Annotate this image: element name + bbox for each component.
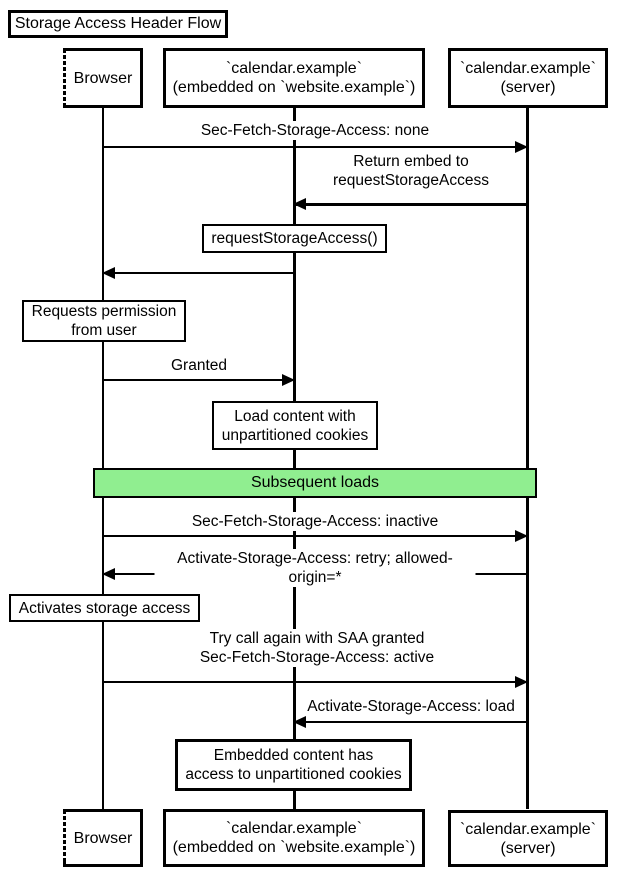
arrow-line bbox=[103, 378, 294, 381]
actor-label: Browser bbox=[70, 827, 136, 849]
section-subsequent-loads: Subsequent loads bbox=[93, 468, 537, 498]
message-label-retry: Activate-Storage-Access: retry; allowed-… bbox=[154, 549, 476, 587]
arrow-line bbox=[294, 203, 527, 206]
actor-browser-bottom: Browser bbox=[63, 809, 143, 867]
diagram-title-box: Storage Access Header Flow bbox=[8, 10, 228, 38]
section-label: Subsequent loads bbox=[250, 474, 380, 491]
diagram-title: Storage Access Header Flow bbox=[14, 15, 222, 32]
note-embedded-access: Embedded content has access to unpartiti… bbox=[175, 739, 412, 791]
actor-embed-top: `calendar.example` (embedded on `website… bbox=[163, 48, 425, 108]
arrowhead-left-icon bbox=[293, 715, 306, 728]
note-requests-permission: Requests permission from user bbox=[22, 300, 186, 342]
actor-embed-bottom: `calendar.example` (embedded on `website… bbox=[163, 809, 425, 867]
message-label-granted: Granted bbox=[166, 356, 232, 375]
actor-label: `calendar.example` (embedded on `website… bbox=[169, 58, 419, 98]
message-label-sec-fetch-none: Sec-Fetch-Storage-Access: none bbox=[196, 121, 434, 140]
actor-label: `calendar.example` (server) bbox=[456, 818, 600, 859]
arrowhead-right-icon bbox=[515, 675, 528, 688]
arrow-line bbox=[103, 534, 527, 537]
dashed-edge-decoration bbox=[63, 53, 66, 103]
note-load-content: Load content with unpartitioned cookies bbox=[212, 401, 378, 450]
actor-server-top: `calendar.example` (server) bbox=[448, 48, 608, 108]
note-activates-storage-access: Activates storage access bbox=[9, 594, 200, 622]
note-request-storage-access: requestStorageAccess() bbox=[202, 224, 387, 253]
arrow-line bbox=[294, 720, 527, 723]
dashed-edge-decoration bbox=[63, 814, 66, 862]
lifeline-browser bbox=[101, 108, 105, 809]
lifeline-server bbox=[526, 108, 529, 809]
arrowhead-left-icon bbox=[102, 266, 115, 279]
message-label-activate-load: Activate-Storage-Access: load bbox=[303, 697, 519, 716]
message-label-sec-fetch-inactive: Sec-Fetch-Storage-Access: inactive bbox=[187, 512, 443, 531]
actor-label: `calendar.example` (server) bbox=[456, 58, 600, 98]
arrow-line bbox=[103, 271, 294, 274]
message-label-try-again-active: Try call again with SAA granted Sec-Fetc… bbox=[195, 629, 439, 667]
arrowhead-right-icon bbox=[282, 373, 295, 386]
actor-label: `calendar.example` (embedded on `website… bbox=[169, 818, 419, 858]
actor-server-bottom: `calendar.example` (server) bbox=[448, 810, 608, 867]
arrow-line bbox=[103, 680, 527, 683]
arrowhead-left-icon bbox=[102, 567, 115, 580]
arrowhead-left-icon bbox=[293, 198, 306, 210]
arrowhead-right-icon bbox=[515, 529, 528, 542]
message-label-return-embed: Return embed to requestStorageAccess bbox=[329, 152, 493, 190]
arrowhead-right-icon bbox=[515, 140, 528, 153]
actor-browser-top: Browser bbox=[63, 48, 143, 108]
actor-label: Browser bbox=[70, 67, 136, 89]
lifeline-embed bbox=[293, 108, 296, 809]
arrow-line bbox=[103, 145, 527, 148]
